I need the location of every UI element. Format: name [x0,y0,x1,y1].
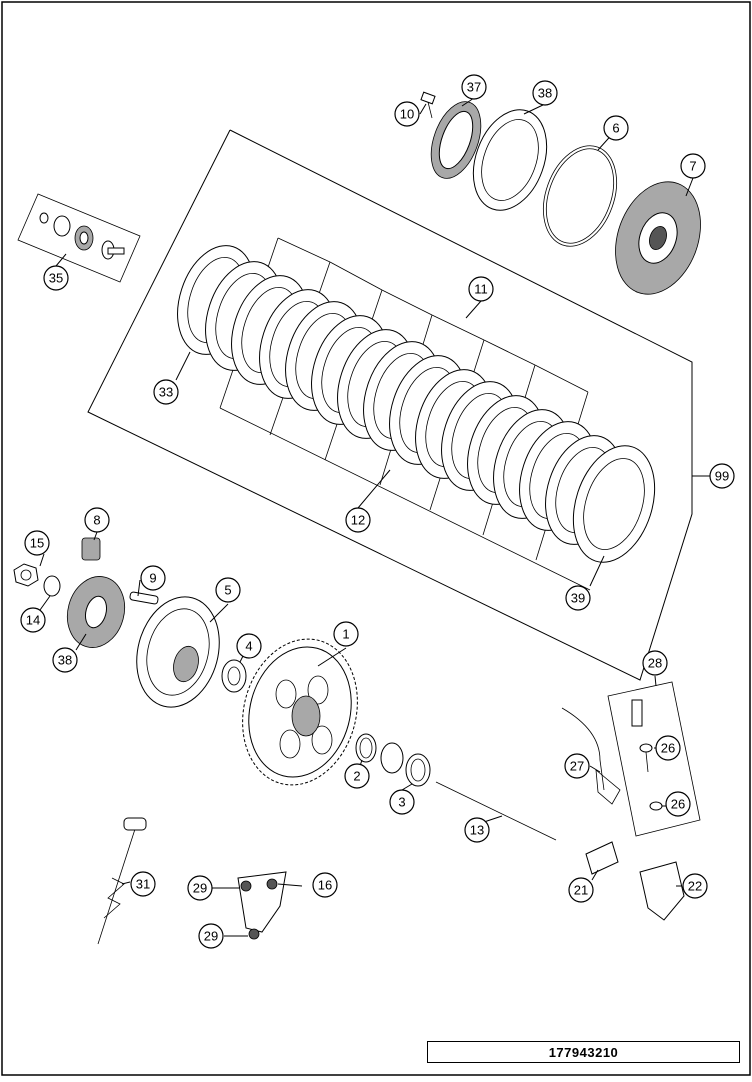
svg-text:26: 26 [671,797,685,812]
callout-4: 4 [236,633,262,659]
svg-text:15: 15 [30,536,44,551]
svg-text:39: 39 [571,591,585,606]
svg-text:37: 37 [467,80,481,95]
bushing-and-pushrod [355,733,557,841]
callout-28: 28 [642,650,668,676]
reference-number-box: 177943210 [427,1041,740,1063]
reference-number: 177943210 [548,1044,619,1060]
callout-15: 15 [24,530,50,556]
callout-26-lower: 26 [665,791,691,817]
svg-text:16: 16 [318,878,332,893]
svg-text:99: 99 [715,469,729,484]
callout-27: 27 [564,753,590,779]
svg-text:38: 38 [538,86,552,101]
callout-36: 37 [461,74,487,100]
svg-text:29: 29 [204,929,218,944]
svg-text:3: 3 [398,795,405,810]
svg-text:33: 33 [159,385,173,400]
callout-29-lower: 29 [198,923,224,949]
callout-21: 21 [568,877,594,903]
svg-text:6: 6 [612,121,619,136]
svg-text:27: 27 [570,759,584,774]
clutch-hub-assembly [13,537,247,708]
svg-text:22: 22 [688,879,702,894]
callout-14: 14 [20,607,46,633]
svg-text:12: 12 [351,513,365,528]
callout-22: 22 [682,873,708,899]
primary-gear [242,638,358,786]
callout-3: 3 [389,789,415,815]
svg-text:1: 1 [342,627,349,642]
svg-text:2: 2 [353,769,360,784]
callout-9: 9 [140,565,166,591]
callout-33: 33 [153,379,179,405]
small-parts-kit-35 [17,193,141,283]
slave-cylinder-kit [561,681,701,921]
callout-26-upper: 26 [655,735,681,761]
callout-12: 12 [345,507,371,533]
callout-7: 7 [680,153,706,179]
callout-37: 38 [532,80,558,106]
svg-text:8: 8 [93,513,100,528]
svg-text:28: 28 [648,656,662,671]
callout-5: 5 [215,577,241,603]
callout-10: 10 [394,101,420,127]
svg-text:35: 35 [49,271,63,286]
svg-text:14: 14 [26,613,40,628]
callout-8: 8 [84,507,110,533]
clutch-plates [177,245,656,563]
svg-text:9: 9 [149,571,156,586]
callout-29-upper: 29 [187,875,213,901]
callout-16: 16 [312,872,338,898]
svg-text:38: 38 [58,653,72,668]
svg-text:26: 26 [661,741,675,756]
svg-text:5: 5 [224,583,231,598]
callout-6: 6 [603,115,629,141]
callout-13: 13 [464,817,490,843]
callout-39: 39 [565,585,591,611]
callout-99: 99 [709,463,735,489]
svg-text:7: 7 [689,159,696,174]
svg-text:29: 29 [193,881,207,896]
svg-text:10: 10 [400,107,414,122]
callout-1: 1 [333,621,359,647]
pressure-plate-assembly [420,91,701,295]
svg-text:31: 31 [136,877,150,892]
leader-lines [39,97,710,937]
callout-2: 2 [344,763,370,789]
svg-text:11: 11 [474,282,488,297]
callout-31: 31 [130,871,156,897]
svg-text:13: 13 [470,823,484,838]
callout-35: 35 [43,265,69,291]
bleeder-and-housing [97,817,287,945]
callout-11: 11 [468,276,494,302]
callouts: 10 37 38 6 7 11 35 33 12 39 99 8 15 14 9… [20,74,735,949]
callout-38: 38 [52,647,78,673]
svg-text:21: 21 [574,883,588,898]
svg-text:4: 4 [245,639,252,654]
